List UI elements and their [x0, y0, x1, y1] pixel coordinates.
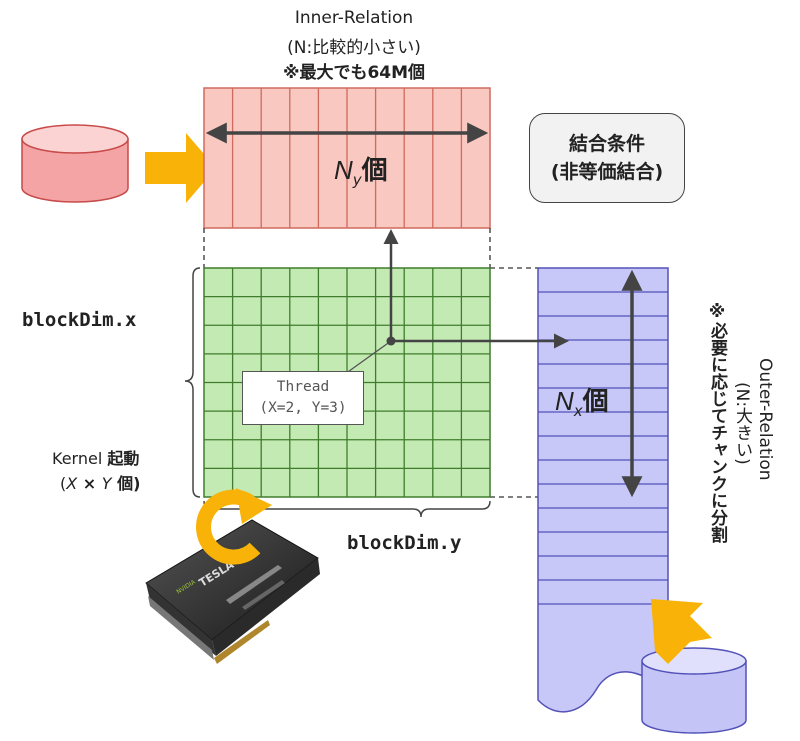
- inner-count-var: N: [334, 155, 353, 185]
- kernel-x: X: [66, 474, 78, 493]
- inner-relation-title: Inner-Relation: [294, 8, 414, 28]
- outer-relation-title: Outer-Relation: [755, 358, 775, 481]
- thread-pointer: [344, 229, 569, 375]
- join-condition-line2: (非等価結合): [550, 161, 664, 183]
- thread-title: Thread: [276, 379, 330, 395]
- inner-count-sub: y: [352, 171, 362, 190]
- outer-count-suffix: 個: [582, 387, 609, 417]
- dashed-connectors: [203, 228, 540, 498]
- outer-count-sub: x: [573, 402, 583, 421]
- outer-database-icon: [641, 647, 747, 734]
- kernel-launch-word: 起動: [107, 449, 140, 468]
- kernel-paren-close: 個): [111, 474, 141, 493]
- thread-callout: Thread (X=2, Y=3): [242, 371, 364, 425]
- kernel-word: Kernel: [52, 449, 108, 468]
- outer-relation-table: [537, 267, 669, 713]
- kernel-paren-open: (: [60, 474, 67, 493]
- gpu-card-icon: TESLA NVIDIA: [145, 519, 320, 664]
- outer-count-var: N: [555, 386, 574, 416]
- join-condition-box: 結合条件 (非等価結合): [529, 113, 685, 203]
- inner-relation-note: ※最大でも64M個: [282, 63, 426, 83]
- kernel-launch-line2: (X × Y 個): [60, 470, 140, 494]
- blockdim-x-brace: [184, 267, 201, 498]
- outer-relation-subtitle: (N:大きい): [732, 382, 752, 465]
- outer-load-arrow: [651, 599, 712, 664]
- inner-database-icon: [21, 124, 129, 203]
- inner-count-label: Ny個: [334, 150, 388, 189]
- kernel-y: Y: [101, 474, 112, 493]
- kernel-launch-line1: Kernel 起動: [52, 445, 139, 469]
- outer-count-label: Nx個: [555, 381, 609, 420]
- blockdim-y-label: blockDim.y: [347, 532, 462, 554]
- kernel-launch-arrowhead: [236, 488, 272, 524]
- blockdim-x-label: blockDim.x: [22, 309, 137, 331]
- thread-coords: (X=2, Y=3): [259, 400, 347, 416]
- kernel-launch-circular-arrow: [196, 489, 261, 565]
- inner-relation-table: [203, 87, 491, 229]
- inner-load-arrow: [145, 133, 216, 203]
- inner-count-suffix: 個: [361, 156, 388, 186]
- outer-relation-note: ※必要に応じてチャンクに分割: [707, 302, 727, 543]
- inner-relation-subtitle: (N:比較的小さい): [287, 38, 421, 58]
- kernel-times: ×: [77, 474, 102, 493]
- join-condition-line1: 結合条件: [568, 133, 645, 155]
